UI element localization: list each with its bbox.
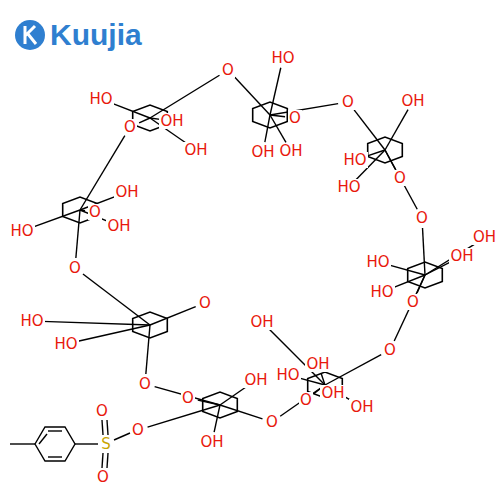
benzene-ring xyxy=(35,427,75,461)
atom-label: OH xyxy=(199,434,224,450)
bond xyxy=(325,355,381,385)
bond xyxy=(270,115,286,142)
bond xyxy=(270,104,338,115)
bond xyxy=(155,387,220,405)
bond xyxy=(139,118,150,123)
bond xyxy=(114,433,130,440)
atom-label: OH xyxy=(320,385,345,401)
atom-label: HO xyxy=(336,179,361,195)
bond xyxy=(220,386,248,405)
atom-label: HO xyxy=(342,152,367,168)
bond xyxy=(354,110,385,150)
bond xyxy=(220,405,262,419)
bond xyxy=(235,77,270,115)
methyl-bond xyxy=(10,443,35,444)
atom-label: O xyxy=(341,94,355,110)
bond xyxy=(425,242,478,275)
atom-label: HO xyxy=(365,254,390,270)
atom-label: HO xyxy=(19,313,44,329)
icon-circle xyxy=(15,20,45,50)
atom-label: O xyxy=(181,390,195,406)
atom-label: O xyxy=(88,204,102,220)
atom-label: O xyxy=(393,170,407,186)
atom-label: O xyxy=(383,342,397,358)
atom-label: O xyxy=(406,294,420,310)
bond xyxy=(148,405,220,427)
bond xyxy=(75,443,98,444)
bond xyxy=(388,265,425,275)
atom-label: O xyxy=(138,376,152,392)
atom-label: O xyxy=(95,403,109,419)
atom-label: OH xyxy=(250,144,275,160)
atom-label: O xyxy=(288,110,302,126)
atom-label: OH xyxy=(114,184,139,200)
atom-label: O xyxy=(415,210,429,226)
atom-label: OH xyxy=(159,113,184,129)
bond xyxy=(107,453,108,468)
bond xyxy=(102,453,103,468)
tosyl-group xyxy=(10,420,130,468)
bond xyxy=(150,307,196,325)
atom-label: O xyxy=(198,295,212,311)
atom-label: OH xyxy=(305,356,330,372)
bond xyxy=(83,274,150,325)
double-bond xyxy=(48,430,62,431)
atom-label: OH xyxy=(449,248,474,264)
atom-label: HO xyxy=(275,367,300,383)
bond xyxy=(110,103,150,118)
double-bond xyxy=(39,434,47,444)
bond xyxy=(42,321,150,325)
bond xyxy=(102,420,103,435)
icon-k xyxy=(25,26,36,44)
atom-label: HO xyxy=(369,284,394,300)
atom-label: HO xyxy=(9,223,34,239)
atom-label: HO xyxy=(88,91,113,107)
bond xyxy=(214,405,220,432)
bond xyxy=(385,110,408,150)
bond xyxy=(76,210,80,258)
atom-label: O xyxy=(131,422,145,438)
kuujia-icon xyxy=(15,20,45,50)
bond xyxy=(394,275,425,341)
atom-label: OH xyxy=(400,93,425,109)
bond xyxy=(31,210,80,228)
atom-label: O xyxy=(221,62,235,78)
atom-label: OH xyxy=(249,314,274,330)
double-bond xyxy=(48,456,62,457)
bond xyxy=(150,75,219,118)
bond xyxy=(146,325,150,374)
bond xyxy=(76,325,150,342)
atom-label: O xyxy=(299,392,313,408)
atom-label: OH xyxy=(349,399,374,415)
atom-label: OH xyxy=(243,372,268,388)
bond xyxy=(385,150,417,209)
atom-label: OH xyxy=(183,142,208,158)
bond xyxy=(265,115,270,142)
watermark: Kuujia xyxy=(50,18,142,52)
atom-label: HO xyxy=(53,336,78,352)
bond xyxy=(280,385,325,416)
atom-label: O xyxy=(265,414,279,430)
atom-label: HO xyxy=(270,50,295,66)
atom-label: OH xyxy=(106,218,131,234)
bond xyxy=(80,209,85,211)
atom-label: OH xyxy=(472,229,497,245)
bond xyxy=(423,228,425,275)
atom-label: O xyxy=(96,469,110,485)
bond xyxy=(270,68,281,115)
atom-label: O xyxy=(68,260,82,276)
atom-label: OH xyxy=(278,143,303,159)
atom-label: O xyxy=(123,119,137,135)
atom-label: S xyxy=(100,436,112,452)
bond xyxy=(107,420,108,435)
